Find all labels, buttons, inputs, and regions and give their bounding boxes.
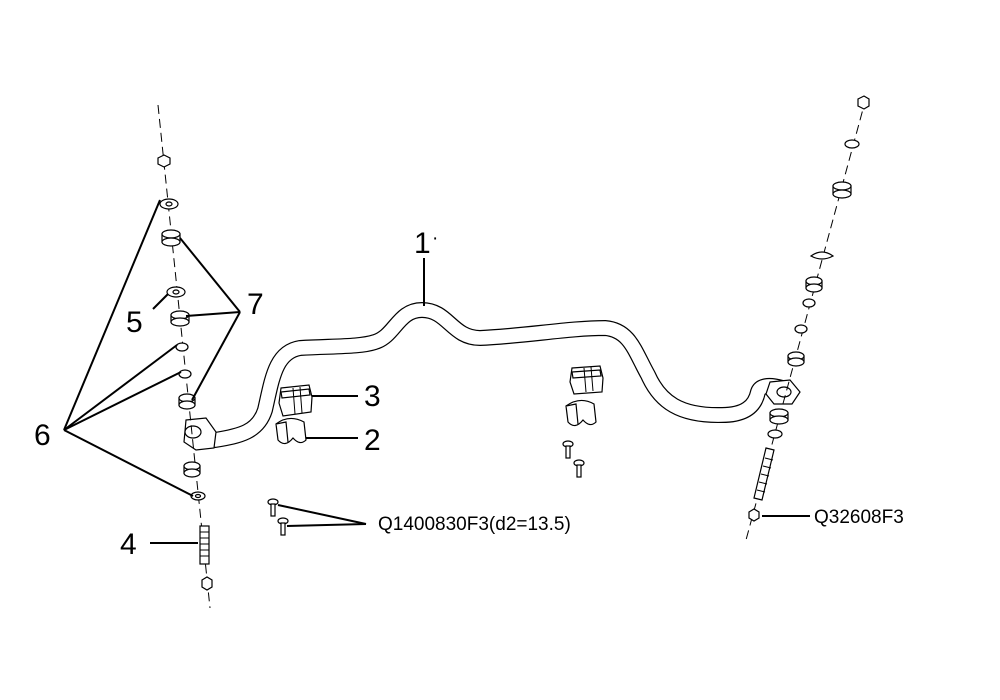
clamp-bolt-right-1 — [562, 440, 574, 459]
callout-1: 1 — [414, 227, 431, 260]
callout-6: 6 — [34, 419, 51, 452]
right-bar-bushing — [569, 365, 604, 395]
leader-6a — [63, 199, 161, 431]
left-bushing-mid — [170, 310, 190, 327]
right-washer-1 — [802, 298, 816, 308]
part-number-bolt: Q1400830F3(d2=13.5) — [378, 514, 571, 535]
right-bushing-lower — [787, 351, 805, 367]
right-nut-top — [857, 95, 870, 110]
right-bar-clamp — [565, 399, 597, 427]
left-bushing-below-eye — [183, 461, 201, 478]
callout-1-mark: · — [432, 228, 438, 249]
callout-5: 5 — [126, 306, 143, 339]
left-washer — [159, 198, 179, 210]
right-bushing-mid — [805, 276, 823, 293]
clamp-bolt-right-2 — [573, 459, 585, 478]
right-bushing-upper — [832, 181, 852, 199]
leader-7b — [185, 311, 241, 317]
leader-lines — [63, 199, 810, 544]
right-washer-bottom — [767, 429, 783, 439]
leader-bolt-b — [286, 523, 367, 527]
part-number-nut: Q32608F3 — [814, 507, 904, 528]
left-nut-top — [157, 154, 171, 168]
left-bushing-lower — [178, 393, 196, 410]
right-link-bolt — [753, 447, 775, 501]
clamp-bolt-left-1 — [267, 498, 279, 517]
right-link-assembly — [745, 95, 870, 541]
link-bolt-4 — [199, 525, 210, 565]
leader-6b — [63, 344, 178, 431]
right-washer-top — [844, 139, 860, 149]
left-link-axis — [157, 104, 211, 609]
left-nut-bottom — [201, 576, 213, 591]
left-link-assembly — [157, 104, 213, 609]
right-cup — [809, 251, 835, 260]
right-nut-bottom — [748, 508, 760, 522]
right-washer-2 — [794, 324, 808, 334]
left-bushing-upper — [161, 229, 181, 247]
left-bar-bushing — [278, 384, 313, 417]
leader-bolt-a — [277, 504, 367, 525]
left-washer-small-1 — [175, 342, 189, 352]
leader-7a — [179, 237, 241, 313]
stabilizer-bar — [183, 302, 801, 451]
callout-2: 2 — [364, 424, 381, 457]
leader-6c — [63, 371, 182, 431]
left-washer-5 — [166, 286, 186, 298]
clamp-bolt-left-2 — [277, 517, 289, 536]
left-bar-clamp — [275, 417, 307, 445]
callout-3: 3 — [364, 380, 381, 413]
left-washer-bottom — [190, 491, 206, 501]
leader-6d — [63, 429, 194, 497]
callout-4: 4 — [120, 528, 137, 561]
leader-5 — [152, 293, 169, 310]
left-washer-small-2 — [178, 369, 192, 379]
callout-7: 7 — [247, 288, 264, 321]
leader-7c — [191, 311, 241, 401]
right-bushing-below-eye — [769, 408, 789, 425]
